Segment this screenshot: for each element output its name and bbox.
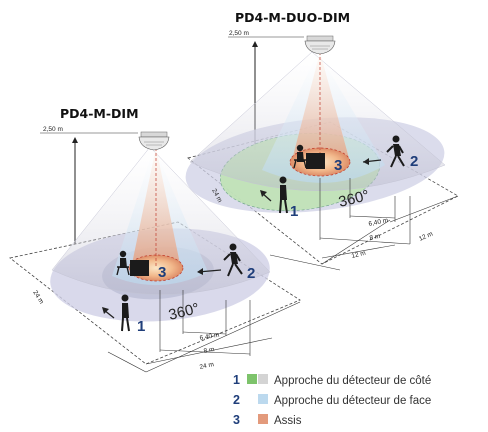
device-duo-frontal-walker-icon	[362, 135, 405, 168]
device-single-seated-person-icon	[116, 250, 149, 276]
device-single-dim-8: 8 m	[203, 346, 215, 355]
device-duo-dim-12-a: 12 m	[351, 250, 367, 260]
device-single-floor	[9, 221, 301, 365]
device-single-title: PD4-M-DIM	[60, 106, 139, 121]
device-duo-height: 2,50 m	[229, 30, 249, 37]
legend-swatch-green	[247, 374, 257, 384]
legend-swatch-grey	[258, 374, 268, 384]
legend-number: 1	[233, 373, 240, 387]
legend: 1 Approche du détecteur de côté 2 Approc…	[233, 373, 431, 427]
device-duo-sensor-icon	[304, 35, 336, 55]
device-single-side-dim: 24 m	[31, 289, 45, 305]
legend-number: 2	[233, 393, 240, 407]
device-duo-zone-2-label: 2	[410, 153, 418, 170]
device-duo-dim-6-40: 6,40 m	[368, 217, 389, 228]
device-duo: PD4-M-DUO-DIM 2,50 m	[185, 10, 459, 271]
device-single-zone-3-label: 3	[158, 264, 166, 281]
legend-label: Assis	[274, 415, 302, 427]
legend-label: Approche du détecteur de côté	[274, 375, 431, 387]
legend-swatch-blue	[258, 394, 268, 404]
device-duo-side-walker-icon	[260, 176, 288, 214]
legend-item-frontal-approach: 2 Approche du détecteur de face	[233, 393, 431, 407]
device-duo-zone-1-label: 1	[290, 203, 298, 220]
device-single-dim-6-40: 6,40 m	[199, 332, 220, 342]
device-single-zone-1-label: 1	[137, 318, 145, 335]
legend-item-seated: 3 Assis	[233, 413, 302, 427]
device-duo-seated-person-icon	[293, 144, 325, 169]
device-single-frontal-walker-icon	[197, 243, 243, 277]
device-duo-dim-12-b: 12 m	[418, 231, 434, 243]
device-duo-zone-3-label: 3	[334, 157, 342, 174]
device-duo-dim-8: 8 m	[369, 233, 381, 242]
legend-label: Approche du détecteur de face	[274, 395, 431, 407]
device-single-dim-24: 24 m	[199, 361, 215, 371]
device-single-side-walker-icon	[102, 294, 130, 332]
device-single-height: 2,50 m	[43, 126, 63, 133]
device-duo-title: PD4-M-DUO-DIM	[235, 10, 350, 25]
device-single-zone-2-label: 2	[247, 265, 255, 282]
device-single-sensor-icon	[138, 131, 170, 151]
legend-item-side-approach: 1 Approche du détecteur de côté	[233, 373, 431, 387]
legend-number: 3	[233, 413, 240, 427]
legend-swatch-orange	[258, 414, 268, 424]
